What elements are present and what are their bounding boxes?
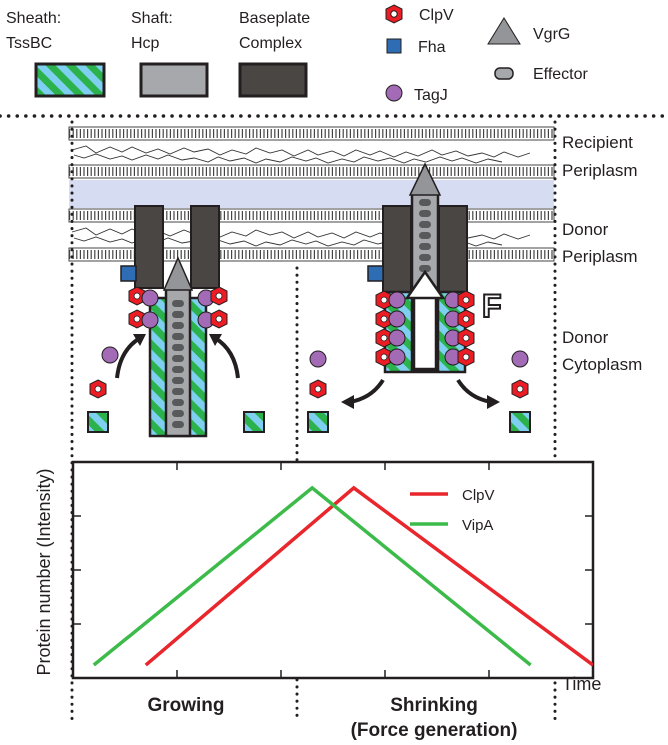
fha-icon — [386, 38, 402, 54]
legend: Sheath: TssBC Shaft: Hcp Baseplate Compl… — [6, 4, 589, 104]
clpv-icon — [385, 4, 403, 24]
recipient-label-2: Periplasm — [562, 161, 638, 180]
recipient-peptidoglycan — [71, 145, 531, 158]
legend-effector-label: Effector — [533, 66, 589, 83]
free-sheath-subunit — [87, 411, 109, 433]
clpv-tagj-cap-right — [197, 286, 228, 329]
released-sheath-subunit — [509, 411, 531, 433]
legend-tagj-label: TagJ — [414, 87, 448, 104]
free-sheath-subunit — [243, 411, 265, 433]
free-tagj — [101, 346, 119, 364]
vgrg-spike — [162, 256, 194, 291]
phase-growing-label: Growing — [147, 695, 224, 716]
legend-sheath-swatch — [34, 62, 106, 98]
vgrg-spike — [408, 162, 442, 196]
clpv-tagj-stack-left — [375, 290, 406, 367]
force-arrow-shaft — [412, 293, 438, 371]
release-arrow-right — [456, 378, 492, 404]
hcp-rings — [419, 199, 431, 272]
legend-baseplate-name: Complex — [239, 35, 302, 52]
donor-periplasm-label-2: Periplasm — [562, 247, 638, 266]
donor-cytoplasm-label-2: Cytoplasm — [562, 355, 642, 374]
recruit-arrowhead-left — [133, 334, 146, 346]
phase-shrinking-sublabel: (Force generation) — [351, 720, 518, 741]
tagj-icon — [385, 84, 403, 102]
chart-ylabel: Protein number (Intensity) — [34, 468, 54, 675]
chart-ticks — [73, 462, 593, 678]
legend-baseplate-swatch — [238, 62, 308, 98]
chart-series — [92, 485, 593, 667]
legend-sheath-name: TssBC — [6, 35, 52, 52]
legend-shaft-title: Shaft: — [131, 10, 173, 27]
donor-cytoplasm-label-1: Donor — [562, 328, 609, 347]
baseplate-left-pillar — [382, 205, 412, 297]
series-line-vipa — [92, 485, 532, 667]
intensity-chart: ClpV VipA Protein number (Intensity) Tim… — [34, 460, 601, 694]
recipient-peptidoglycan-2 — [73, 153, 503, 164]
recruit-arrow-left — [115, 336, 142, 379]
chart-legend-vipa: VipA — [462, 517, 493, 534]
released-sheath-subunit — [307, 411, 329, 433]
released-clpv — [309, 379, 327, 399]
released-tagj — [309, 350, 327, 368]
series-line-clpv — [144, 485, 593, 667]
legend-baseplate-title: Baseplate — [239, 10, 310, 27]
released-tagj — [511, 350, 529, 368]
baseplate-right-pillar — [438, 205, 468, 297]
force-arrow-head — [404, 269, 446, 300]
release-arrow-left — [349, 378, 385, 404]
clpv-tagj-stack-right — [444, 290, 475, 367]
legend-vgrg-label: VgrG — [533, 26, 570, 43]
hcp-rings — [172, 300, 184, 428]
phase-shrinking-label: Shrinking — [390, 695, 478, 716]
intercellular-space — [69, 180, 554, 208]
release-arrowhead-right — [487, 395, 500, 409]
legend-clpv-label: ClpV — [419, 7, 454, 24]
chart-legend-clpv: ClpV — [462, 487, 495, 504]
legend-shaft-name: Hcp — [131, 35, 160, 52]
fha-protein — [367, 265, 384, 282]
release-arrowhead-left — [341, 395, 354, 409]
recruit-arrowhead-right — [209, 334, 222, 346]
recruit-arrow-right — [213, 336, 240, 379]
growing-machine — [87, 205, 265, 438]
clpv-tagj-cap-left — [128, 286, 159, 329]
legend-sheath-title: Sheath: — [6, 10, 61, 27]
chart-xlabel: Time — [562, 674, 601, 694]
chart-frame — [71, 460, 595, 680]
donor-periplasm-label-1: Donor — [562, 220, 609, 239]
baseplate-left-pillar — [134, 205, 164, 289]
recipient-label-1: Recipient — [562, 133, 633, 152]
contracting-machine: F — [307, 162, 531, 433]
fha-protein — [120, 265, 137, 282]
vgrg-icon — [487, 17, 521, 45]
legend-fha-label: Fha — [418, 39, 446, 56]
released-clpv — [511, 379, 529, 399]
effector-icon — [494, 67, 514, 80]
legend-shaft-swatch — [139, 62, 209, 98]
force-label: F — [482, 288, 502, 324]
baseplate-right-pillar — [190, 205, 220, 289]
free-clpv — [89, 379, 107, 399]
